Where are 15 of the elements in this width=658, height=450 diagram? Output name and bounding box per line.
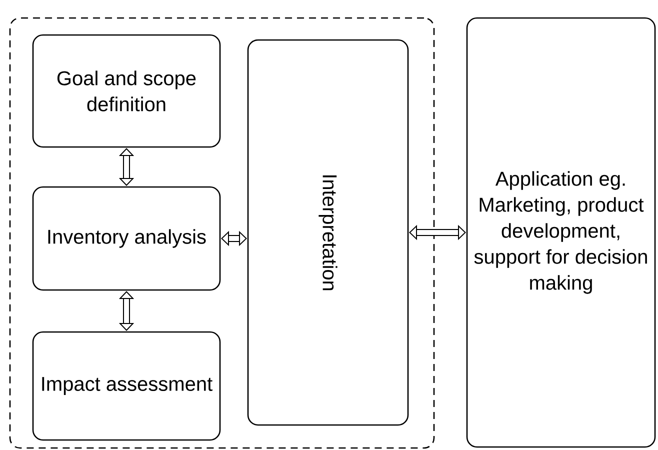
box-label: Inventory analysis	[48, 229, 206, 248]
application-box	[466, 17, 656, 448]
double-arrow	[409, 224, 466, 240]
box-label: Impact assessment	[42, 377, 212, 395]
double-arrow	[221, 230, 247, 246]
box-label: Interpretation	[318, 175, 338, 290]
process-box	[32, 34, 221, 148]
box-label: Goal and scope definition	[57, 70, 196, 112]
process-box	[32, 331, 221, 441]
double-arrow	[118, 291, 134, 331]
process-box	[247, 39, 409, 426]
group-frame	[9, 17, 435, 449]
double-arrow	[118, 148, 134, 186]
box-label: Application eg. Marketing, product development, support for decision making	[474, 171, 647, 294]
process-box	[32, 186, 221, 291]
